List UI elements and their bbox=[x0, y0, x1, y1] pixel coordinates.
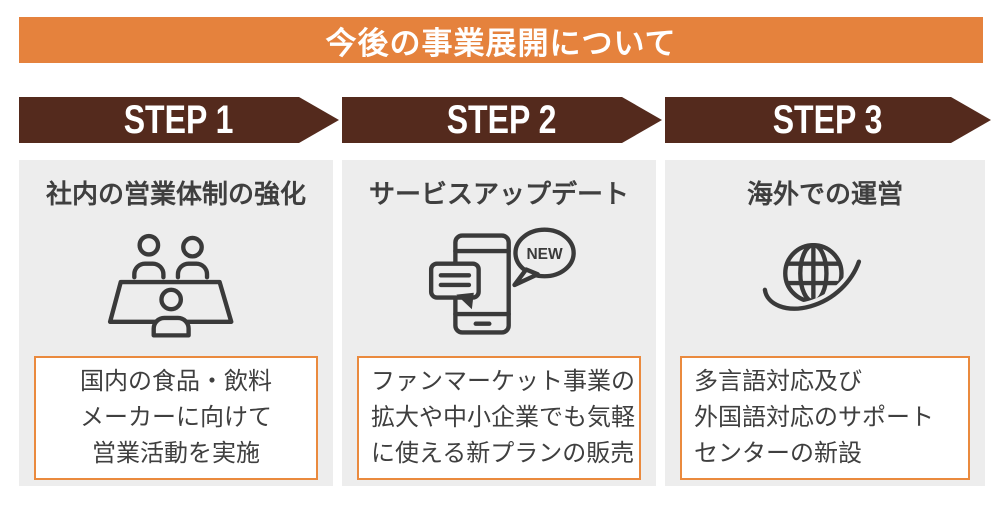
step1-description-box: 国内の食品・飲料 メーカーに向けて 営業活動を実施 bbox=[34, 356, 318, 480]
step2-column: STEP 2 サービスアップデート bbox=[342, 97, 656, 486]
step3-column: STEP 3 海外での運営 多言語対応及び bbox=[665, 97, 985, 486]
new-badge-text: NEW bbox=[526, 245, 563, 262]
meeting-icon bbox=[19, 211, 333, 356]
step3-panel: 海外での運営 多言語対応及び 外国語対応のサポート センターの新設 bbox=[665, 160, 985, 486]
step1-line-1: 国内の食品・飲料 bbox=[80, 368, 272, 395]
step1-label: STEP 1 bbox=[124, 98, 234, 142]
globe-orbit-icon bbox=[665, 211, 985, 356]
step2-line-2: 拡大や中小企業でも気軽 bbox=[371, 404, 635, 431]
step1-panel: 社内の営業体制の強化 国内の食品・飲料 メーカーに向けて 営 bbox=[19, 160, 333, 486]
step1-arrow-banner: STEP 1 bbox=[19, 97, 339, 143]
smartphone-chat-new-icon: NEW bbox=[342, 211, 656, 356]
steps-grid: STEP 1 社内の営業体制の強化 国内の食品・飲料 bbox=[19, 97, 985, 486]
slide-title: 今後の事業展開について bbox=[325, 25, 677, 61]
step1-column: STEP 1 社内の営業体制の強化 国内の食品・飲料 bbox=[19, 97, 333, 486]
step2-panel: サービスアップデート NEW bbox=[342, 160, 656, 486]
step1-heading: 社内の営業体制の強化 bbox=[45, 179, 306, 209]
step3-description-box: 多言語対応及び 外国語対応のサポート センターの新設 bbox=[680, 356, 970, 480]
step2-description-box: ファンマーケット事業の 拡大や中小企業でも気軽 に使える新プランの販売 bbox=[357, 356, 641, 480]
globe-icon-svg bbox=[759, 242, 865, 314]
step3-line-1: 多言語対応及び bbox=[694, 368, 862, 395]
slide-title-banner: 今後の事業展開について bbox=[19, 17, 983, 63]
chat-bubble-icon bbox=[428, 260, 481, 300]
step2-line-1: ファンマーケット事業の bbox=[371, 368, 635, 395]
step3-heading: 海外での運営 bbox=[746, 179, 903, 209]
step1-line-3: 営業活動を実施 bbox=[92, 440, 260, 467]
step2-heading: サービスアップデート bbox=[368, 179, 629, 209]
new-speech-bubble: NEW bbox=[512, 227, 576, 287]
step2-arrow-banner: STEP 2 bbox=[342, 97, 662, 143]
step2-line-3: に使える新プランの販売 bbox=[371, 440, 635, 467]
step1-line-2: メーカーに向けて bbox=[80, 404, 272, 431]
step3-arrow-banner: STEP 3 bbox=[665, 97, 991, 143]
step3-line-2: 外国語対応のサポート bbox=[694, 404, 934, 431]
step2-label: STEP 2 bbox=[447, 98, 557, 142]
smartphone-icon-svg: NEW bbox=[428, 227, 576, 335]
meeting-icon-svg bbox=[107, 233, 234, 338]
step3-label: STEP 3 bbox=[773, 98, 883, 142]
step3-line-3: センターの新設 bbox=[694, 440, 862, 467]
